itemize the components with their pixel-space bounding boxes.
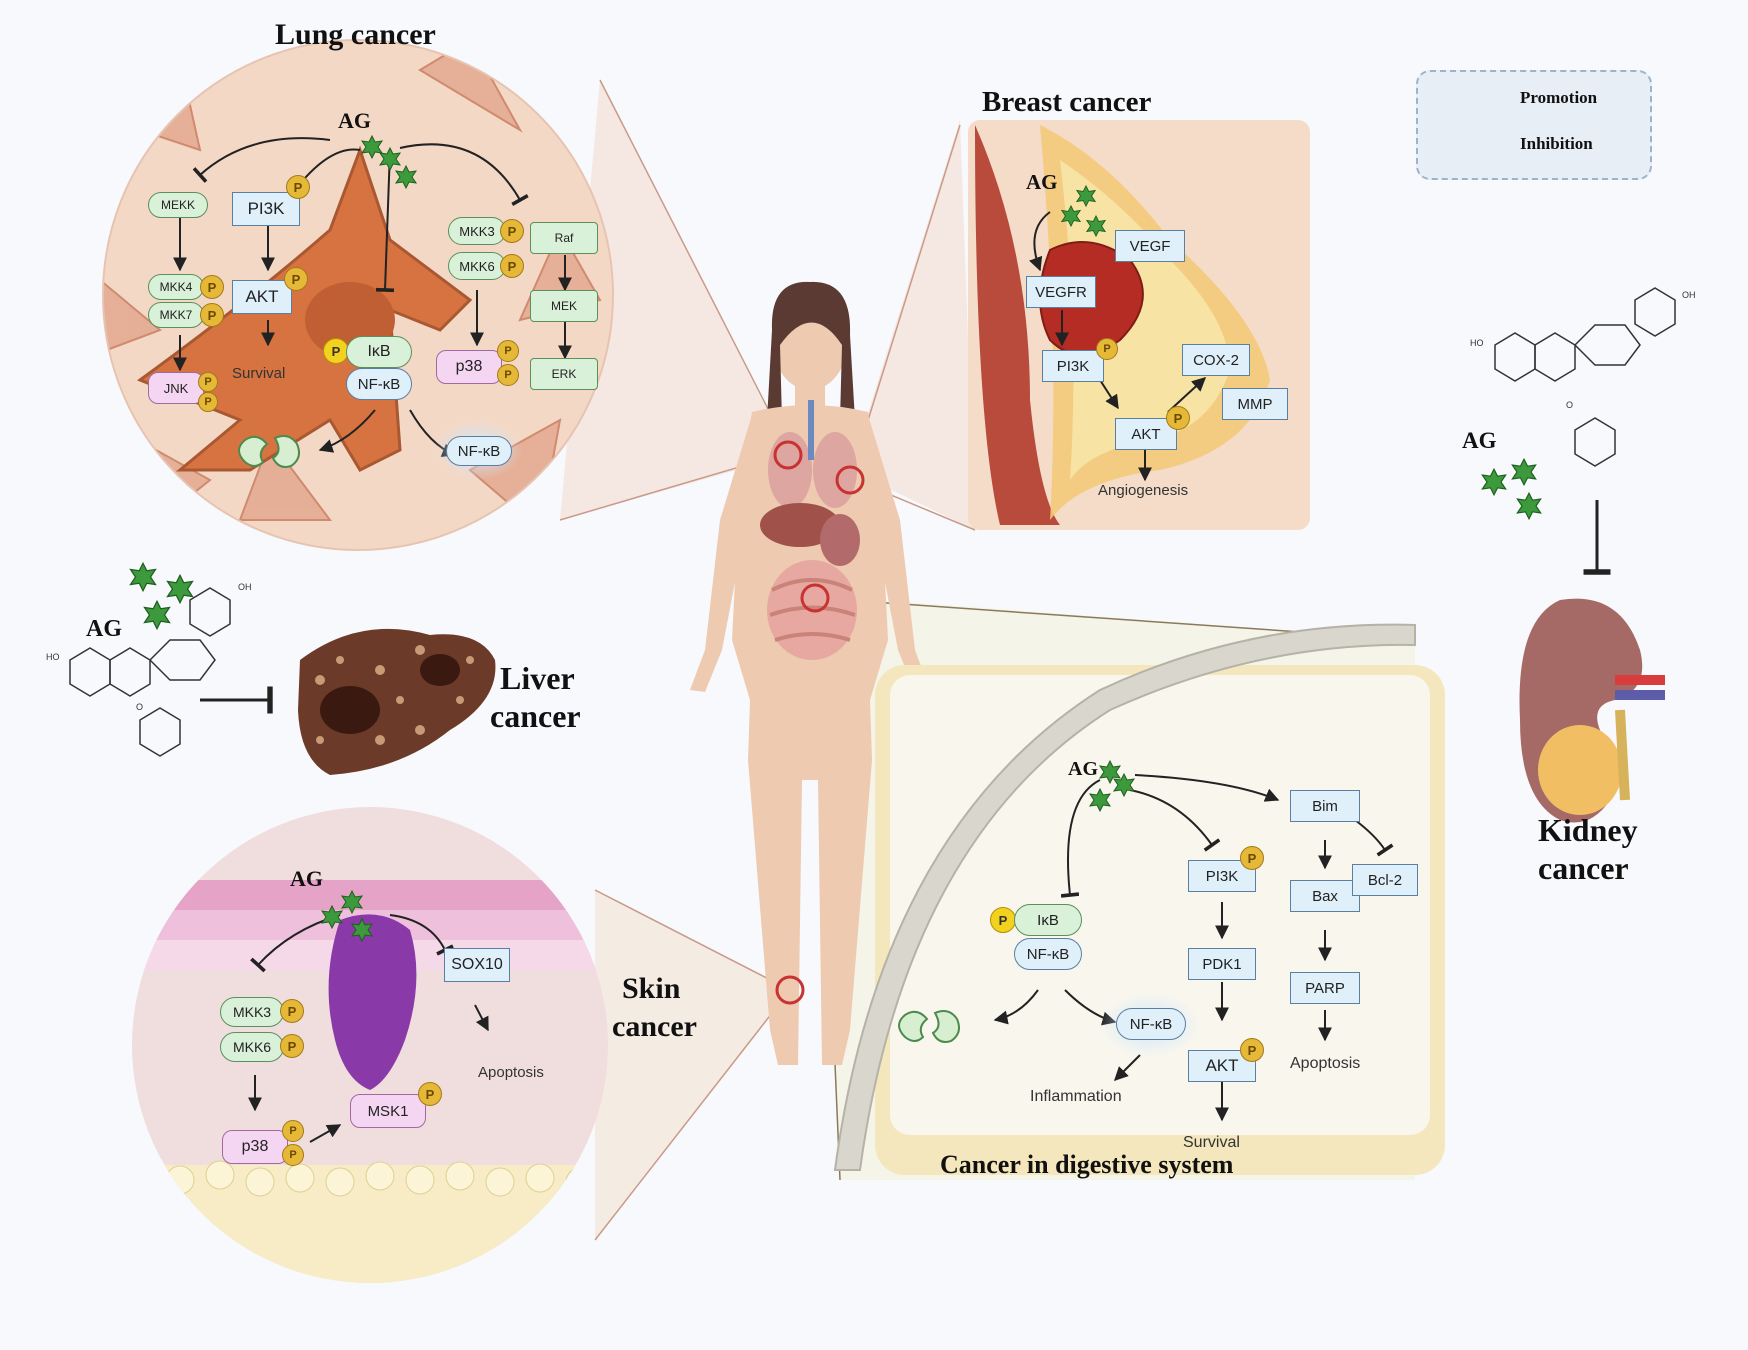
skin-mkk6-phospho: P — [280, 1034, 304, 1058]
lung-mkk4-box: MKK4 — [148, 274, 204, 300]
skin-ag-label: AG — [290, 866, 323, 891]
legend-box — [1416, 70, 1652, 180]
kidney-structure-ho: HO — [1470, 338, 1484, 348]
breast-cox2-box: COX-2 — [1182, 344, 1250, 376]
skin-mkk3-phospho: P — [280, 999, 304, 1023]
liver-illustration — [298, 628, 496, 775]
lung-erk-box: ERK — [530, 358, 598, 390]
breast-vegf-box: VEGF — [1115, 230, 1185, 262]
ag-structure-liver — [69, 587, 231, 757]
digestive-pathway-arrows — [993, 774, 1394, 1122]
digestive-survival-label: Survival — [1183, 1134, 1240, 1151]
digestive-akt-phospho: P — [1240, 1038, 1264, 1062]
lung-mkk6-phospho: P — [500, 254, 524, 278]
lung-mkk4-phospho: P — [200, 275, 224, 299]
lung-pi3k-box: PI3K — [232, 192, 300, 226]
digestive-ikb-phospho: P — [990, 907, 1016, 933]
skin-cancer-title-line1: Skin — [622, 972, 681, 1005]
kidney-cancer-title-line2: cancer — [1538, 850, 1629, 886]
skin-mkk3-box: MKK3 — [220, 997, 284, 1027]
digestive-parp-box: PARP — [1290, 972, 1360, 1004]
lung-nfkb-nuclear-box: NF-κB — [446, 436, 512, 466]
digestive-inflammation-label: Inflammation — [1030, 1088, 1122, 1105]
liver-structure-o: O — [136, 702, 144, 712]
kidney-structure-o: O — [1566, 400, 1574, 410]
lung-mkk3-phospho: P — [500, 219, 524, 243]
lung-mek-box: MEK — [530, 290, 598, 322]
digestive-ribosome-shape — [898, 1010, 960, 1043]
lung-ikb-box: IκB — [346, 336, 412, 368]
skin-p38-phospho-1: P — [282, 1120, 304, 1142]
skin-cancer-panel — [132, 807, 608, 1283]
human-body-illustration — [690, 281, 930, 1065]
lung-ribosome-shape — [238, 435, 300, 468]
lung-cancer-title: Lung cancer — [275, 18, 436, 51]
breast-mmp-box: MMP — [1222, 388, 1288, 420]
skin-apoptosis-label: Apoptosis — [478, 1064, 544, 1081]
digestive-pi3k-phospho: P — [1240, 846, 1264, 870]
lung-mkk6-box: MKK6 — [448, 252, 506, 280]
ag-structure-kidney — [1494, 287, 1676, 467]
skin-cancer-title-line2: cancer — [612, 1010, 697, 1043]
skin-mkk6-box: MKK6 — [220, 1032, 284, 1062]
kidney-illustration — [1519, 500, 1665, 823]
digestive-cancer-title: Cancer in digestive system — [940, 1150, 1234, 1179]
digestive-bax-box: Bax — [1290, 880, 1360, 912]
digestive-nfkb-box: NF-κB — [1014, 938, 1082, 970]
breast-ag-label: AG — [1026, 170, 1058, 194]
lung-mkk7-phospho: P — [200, 303, 224, 327]
digestive-bcl2-box: Bcl-2 — [1352, 864, 1418, 896]
lung-mkk7-box: MKK7 — [148, 302, 204, 328]
skin-p38-phospho-2: P — [282, 1144, 304, 1166]
digestive-ikb-box: IκB — [1014, 904, 1082, 936]
lung-raf-box: Raf — [530, 222, 598, 254]
digestive-nfkb-nuclear-box: NF-κB — [1116, 1008, 1186, 1040]
breast-vegfr-box: VEGFR — [1026, 276, 1096, 308]
liver-structure-oh: OH — [238, 582, 252, 592]
lung-nfkb-box: NF-κB — [346, 368, 412, 400]
lung-p38-phospho-1: P — [497, 340, 519, 362]
lung-akt-phospho: P — [284, 267, 308, 291]
lung-akt-box: AKT — [232, 280, 292, 314]
lung-p38-phospho-2: P — [497, 364, 519, 386]
kidney-ag-label: AG — [1462, 428, 1497, 453]
breast-pi3k-phospho: P — [1096, 338, 1118, 360]
legend-promotion-label: Promotion — [1520, 88, 1598, 107]
breast-pathway-arrows — [1029, 211, 1207, 482]
kidney-cancer-title-line1: Kidney — [1538, 812, 1638, 848]
lung-jnk-box: JNK — [148, 372, 204, 404]
digestive-apoptosis-label: Apoptosis — [1290, 1055, 1361, 1072]
lung-pi3k-phospho: P — [286, 175, 310, 199]
liver-cancer-title-line2: cancer — [490, 698, 581, 734]
lung-mekk-box: MEKK — [148, 192, 208, 218]
liver-ag-label: AG — [86, 616, 122, 642]
lung-mkk3-box: MKK3 — [448, 217, 506, 245]
lung-jnk-phospho-1: P — [198, 372, 218, 392]
skin-msk1-phospho: P — [418, 1082, 442, 1106]
liver-structure-ho: HO — [46, 652, 60, 662]
breast-pi3k-box: PI3K — [1042, 350, 1104, 382]
breast-cancer-title: Breast cancer — [982, 86, 1152, 118]
digestive-bim-box: Bim — [1290, 790, 1360, 822]
skin-msk1-box: MSK1 — [350, 1094, 426, 1128]
lung-ag-label: AG — [338, 108, 371, 133]
breast-angiogenesis-label: Angiogenesis — [1098, 482, 1189, 499]
lung-survival-label: Survival — [232, 365, 286, 382]
lung-jnk-phospho-2: P — [198, 392, 218, 412]
digestive-ag-label: AG — [1068, 758, 1098, 780]
skin-p38-box: p38 — [222, 1130, 288, 1164]
kidney-structure-oh: OH — [1682, 290, 1696, 300]
legend-inhibition-label: Inhibition — [1520, 134, 1593, 153]
digestive-pdk1-box: PDK1 — [1188, 948, 1256, 980]
skin-sox10-box: SOX10 — [444, 948, 510, 982]
breast-akt-phospho: P — [1166, 406, 1190, 430]
liver-cancer-title-line1: Liver — [500, 660, 575, 696]
breast-cancer-panel — [968, 120, 1310, 530]
lung-p38-box: p38 — [436, 350, 502, 384]
